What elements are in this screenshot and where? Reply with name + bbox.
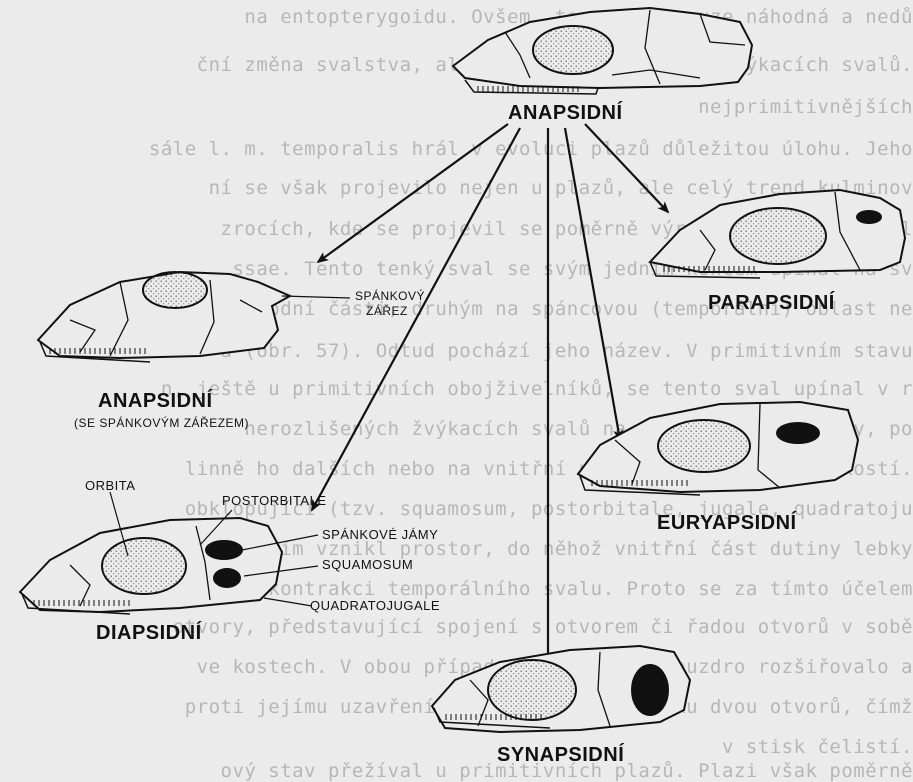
label-quadratojugale: QUADRATOJUGALE xyxy=(310,598,440,613)
label-temporal-fossae: SPÁNKOVÉ JÁMY xyxy=(322,527,438,542)
label-anapsid-notch-sub: (SE SPÁNKOVÝM ZÁŘEZEM) xyxy=(74,416,249,430)
label-parapsid: PARAPSIDNÍ xyxy=(708,292,835,315)
arrow-to-anapsid-notch xyxy=(318,124,508,262)
skull-diapsid xyxy=(20,518,282,614)
arrow-to-euryapsid xyxy=(565,128,620,440)
arrows xyxy=(312,124,668,700)
label-squamosum: SQUAMOSUM xyxy=(322,557,413,572)
label-diapsid: DIAPSIDNÍ xyxy=(96,622,202,645)
arrow-to-parapsid xyxy=(585,124,668,212)
skull-anapsid-top xyxy=(453,8,752,94)
label-anapsid-notch: ANAPSIDNÍ xyxy=(98,390,213,413)
leader-notch xyxy=(282,296,350,298)
label-synapsid: SYNAPSIDNÍ xyxy=(497,744,624,767)
label-euryapsid: EURYAPSIDNÍ xyxy=(657,512,797,535)
label-orbita: ORBITA xyxy=(85,478,135,493)
skull-synapsid xyxy=(432,646,690,732)
skull-anapsid-notch xyxy=(38,272,290,362)
label-anapsid: ANAPSIDNÍ xyxy=(508,102,623,125)
skull-euryapsid xyxy=(578,402,858,495)
label-temporal-notch-2: ZÁŘEZ xyxy=(366,304,408,318)
label-temporal-notch-1: SPÁNKOVÝ xyxy=(355,289,425,303)
label-postorbitale: POSTORBITALE xyxy=(222,493,327,508)
skull-parapsid xyxy=(650,190,905,278)
leader-quadratojugale xyxy=(264,598,312,606)
arrow-to-diapsid xyxy=(312,128,520,510)
